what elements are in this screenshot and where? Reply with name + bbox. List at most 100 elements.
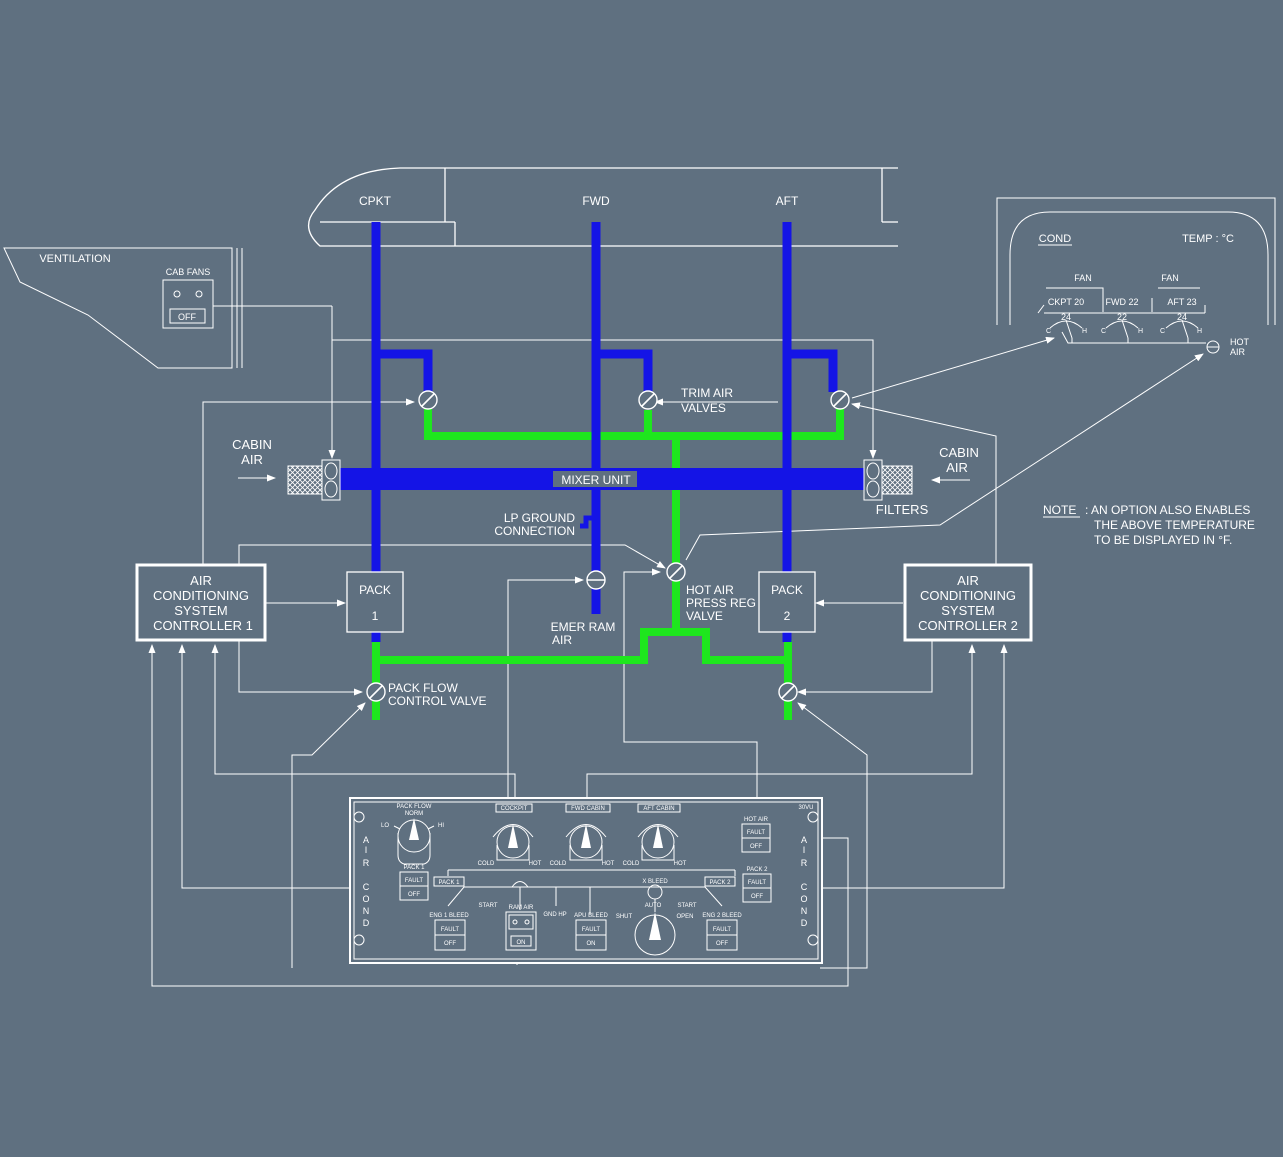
zone-label-fwd: FWD: [582, 194, 610, 208]
emer-ram-air-valve: [586, 570, 606, 590]
fwd-cabin-temp-knob[interactable]: [565, 803, 611, 861]
aft-cabin-knob-label: AFT CABIN: [643, 806, 674, 812]
pack-1-number: 1: [372, 609, 379, 623]
ecam-zone-fwd: FWD 22: [1105, 297, 1138, 307]
emer-ram-air-label-2: AIR: [552, 633, 572, 647]
apu-bleed-pushbutton[interactable]: [575, 919, 607, 951]
note-line-1: : AN OPTION ALSO ENABLES: [1085, 503, 1250, 517]
x-bleed-selector-knob[interactable]: [634, 912, 676, 956]
eng-1-bleed-pushbutton[interactable]: [434, 919, 466, 951]
cabin-air-right-label-1: CABIN: [939, 445, 979, 460]
hot-air-pushbutton[interactable]: [741, 823, 771, 853]
ram-air-guarded-button[interactable]: [505, 911, 537, 951]
controller-2-line-1: AIR: [957, 573, 979, 588]
mixer-unit-label: MIXER UNIT: [561, 473, 631, 487]
pack-flow-valve-label-1: PACK FLOW: [388, 681, 458, 695]
pack-flow-lo-label: LO: [381, 823, 389, 829]
cockpit-cold-label: COLD: [478, 861, 495, 867]
emer-ram-air-label-1: EMER RAM: [551, 620, 616, 634]
x-bleed-auto-label: AUTO: [645, 903, 662, 909]
pack-1-pushbutton[interactable]: [399, 871, 429, 901]
controller-1-line-2: CONDITIONING: [153, 588, 249, 603]
pack-1-off-light: OFF: [408, 892, 420, 898]
cab-fans-label: CAB FANS: [166, 267, 211, 277]
controller-2-line-4: CONTROLLER 2: [918, 618, 1018, 633]
panel-ref-label: 30VU: [798, 805, 813, 811]
x-bleed-shut-label: SHUT: [616, 914, 633, 920]
hot-air-fault-light: FAULT: [747, 830, 766, 836]
cockpit-hot-label: HOT: [529, 861, 542, 867]
side-right-letter: O: [800, 894, 807, 904]
controller-2-line-3: SYSTEM: [941, 603, 994, 618]
side-left-letter: A: [363, 835, 369, 845]
pack-flow-label: PACK FLOW: [397, 804, 432, 810]
cockpit-temp-knob[interactable]: [492, 803, 534, 861]
x-bleed-open-label: OPEN: [676, 914, 693, 920]
panel-side-label-left: A I R C O N D: [362, 835, 369, 928]
side-right-letter: D: [801, 918, 808, 928]
ecam-cold-2: C: [1101, 328, 1106, 335]
note-line-2: THE ABOVE TEMPERATURE: [1094, 518, 1255, 532]
controller-1-line-3: SYSTEM: [174, 603, 227, 618]
pack-2-number: 2: [784, 609, 791, 623]
ecam-title: COND: [1039, 233, 1071, 245]
pack-flow-selector-knob[interactable]: [393, 818, 435, 865]
recirculation-fans-filters: [287, 459, 913, 501]
hot-air-off-light: OFF: [750, 844, 762, 850]
pack-2-pushbutton[interactable]: [742, 873, 772, 903]
gnd-hp-label: GND HP: [543, 912, 566, 918]
trim-air-label-1: TRIM AIR: [681, 386, 733, 400]
hot-air-valve-label-2: PRESS REG: [686, 596, 756, 610]
ventilation-title: VENTILATION: [39, 253, 110, 265]
hot-air-pb-label: HOT AIR: [744, 817, 769, 823]
pack-2-fault-light: FAULT: [748, 880, 767, 886]
zone-label-aft: AFT: [776, 194, 799, 208]
side-left-letter: D: [363, 918, 370, 928]
eng-2-bleed-off-light: OFF: [716, 941, 728, 947]
pack-1-fault-light: FAULT: [405, 878, 424, 884]
pack-flow-hi-label: HI: [438, 823, 444, 829]
hot-air-valve-label-3: VALVE: [686, 609, 723, 623]
aft-cabin-temp-knob[interactable]: [637, 803, 681, 861]
side-left-letter: I: [365, 845, 368, 855]
pack-2-duct-tag: PACK 2: [710, 880, 732, 886]
lp-ground-connection: [580, 515, 596, 529]
eng-1-bleed-label: ENG 1 BLEED: [429, 913, 469, 919]
eng-2-bleed-label: ENG 2 BLEED: [702, 913, 742, 919]
start-right-label: START: [677, 903, 696, 909]
apu-bleed-fault-light: FAULT: [582, 927, 601, 933]
pack-1-duct-tag: PACK 1: [439, 880, 461, 886]
ecam-zone-aft: AFT 23: [1167, 297, 1196, 307]
ecam-hot-air-label-1: HOT: [1230, 337, 1250, 347]
cab-fans-off-button[interactable]: OFF: [178, 312, 196, 322]
hot-air-valve-label-1: HOT AIR: [686, 583, 734, 597]
pack-flow-control-valve-2: [778, 682, 798, 702]
ecam-cond-page: [996, 197, 1276, 354]
side-left-letter: N: [363, 906, 370, 916]
ecam-hot-air-label-2: AIR: [1230, 347, 1246, 357]
ecam-hot-2: H: [1138, 328, 1143, 335]
zone-label-cpkt: CPKT: [359, 194, 392, 208]
eng-1-bleed-fault-light: FAULT: [441, 927, 460, 933]
eng-2-bleed-pushbutton[interactable]: [706, 919, 738, 951]
side-left-letter: O: [362, 894, 369, 904]
pack-2-box: [758, 571, 816, 633]
ecam-cold-1: C: [1046, 328, 1051, 335]
lp-ground-label-1: LP GROUND: [504, 511, 575, 525]
trim-air-valve-2: [638, 390, 658, 410]
x-bleed-label: X BLEED: [642, 879, 668, 885]
side-left-letter: R: [363, 858, 370, 868]
controller-1-box: [135, 563, 267, 642]
ecam-hot-1: H: [1082, 328, 1087, 335]
hot-air-ducts: [372, 408, 844, 720]
ecam-fan-label-1: FAN: [1074, 273, 1092, 283]
pack-2-pb-label: PACK 2: [747, 867, 769, 873]
eng-2-bleed-fault-light: FAULT: [713, 927, 732, 933]
cockpit-knob-label: COCKPIT: [501, 806, 528, 812]
ecam-zone-aft-value: 24: [1177, 312, 1187, 322]
cabin-air-right-label-2: AIR: [946, 460, 968, 475]
pack-1-title: PACK: [359, 583, 391, 597]
controller-1-line-4: CONTROLLER 1: [153, 618, 253, 633]
ram-air-on-light: ON: [517, 940, 526, 946]
ventilation-panel: [3, 247, 243, 369]
